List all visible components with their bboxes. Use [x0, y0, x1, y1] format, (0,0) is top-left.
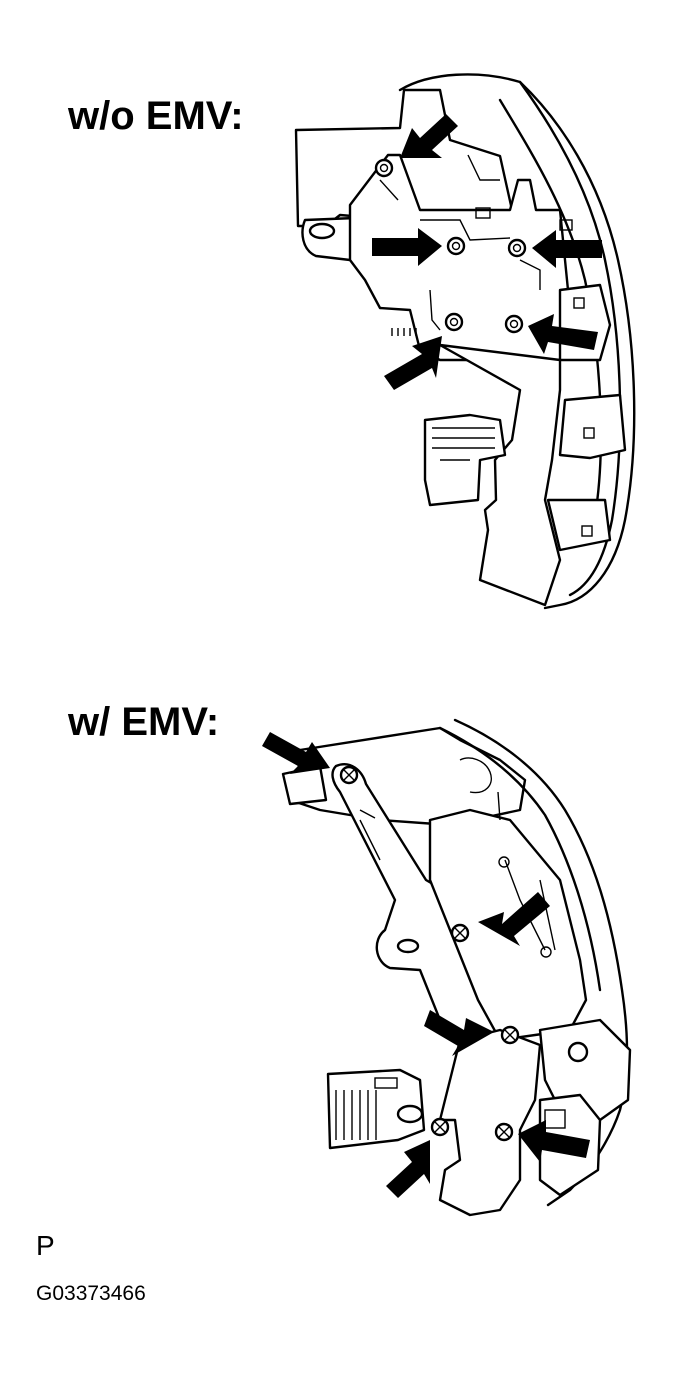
- view-letter-label: P: [36, 1230, 55, 1261]
- outer-housing-outline: [453, 718, 629, 1207]
- lower-plate: [438, 1028, 542, 1217]
- screw-icon: [374, 158, 394, 178]
- pointer-arrow-icon: [532, 230, 602, 268]
- lower-stem: [438, 343, 562, 607]
- pointer-arrow-icon: [518, 1120, 590, 1162]
- comb-teeth: [391, 328, 417, 336]
- pointer-arrow-icon: [424, 1010, 494, 1056]
- screw-icon: [450, 923, 470, 943]
- comb-teeth: [335, 1090, 377, 1140]
- screw-icon: [504, 314, 524, 334]
- screw-icon: [494, 1122, 514, 1142]
- screw-icon: [444, 312, 464, 332]
- figure-code-label: G03373466: [36, 1282, 146, 1305]
- switch-assembly-without-emv-diagram: [294, 73, 636, 610]
- screw-icon: [500, 1025, 520, 1045]
- without-emv-label: w/o EMV:: [68, 94, 244, 138]
- pointer-arrow-icon: [372, 228, 442, 266]
- outer-housing-outline: [398, 73, 636, 610]
- pointer-arrow-icon: [386, 1140, 430, 1198]
- screw-icon: [507, 238, 527, 258]
- screw-icon: [446, 236, 466, 256]
- pointer-arrow-icon: [400, 114, 458, 158]
- switch-assembly-with-emv-diagram: [262, 718, 632, 1217]
- screw-icon: [339, 765, 359, 785]
- pointer-arrow-icon: [384, 336, 442, 390]
- with-emv-label: w/ EMV:: [68, 700, 220, 744]
- pointer-arrow-icon: [478, 892, 550, 946]
- screw-icon: [430, 1117, 450, 1137]
- pointer-arrow-icon: [262, 732, 330, 774]
- pointer-arrow-icon: [528, 314, 598, 354]
